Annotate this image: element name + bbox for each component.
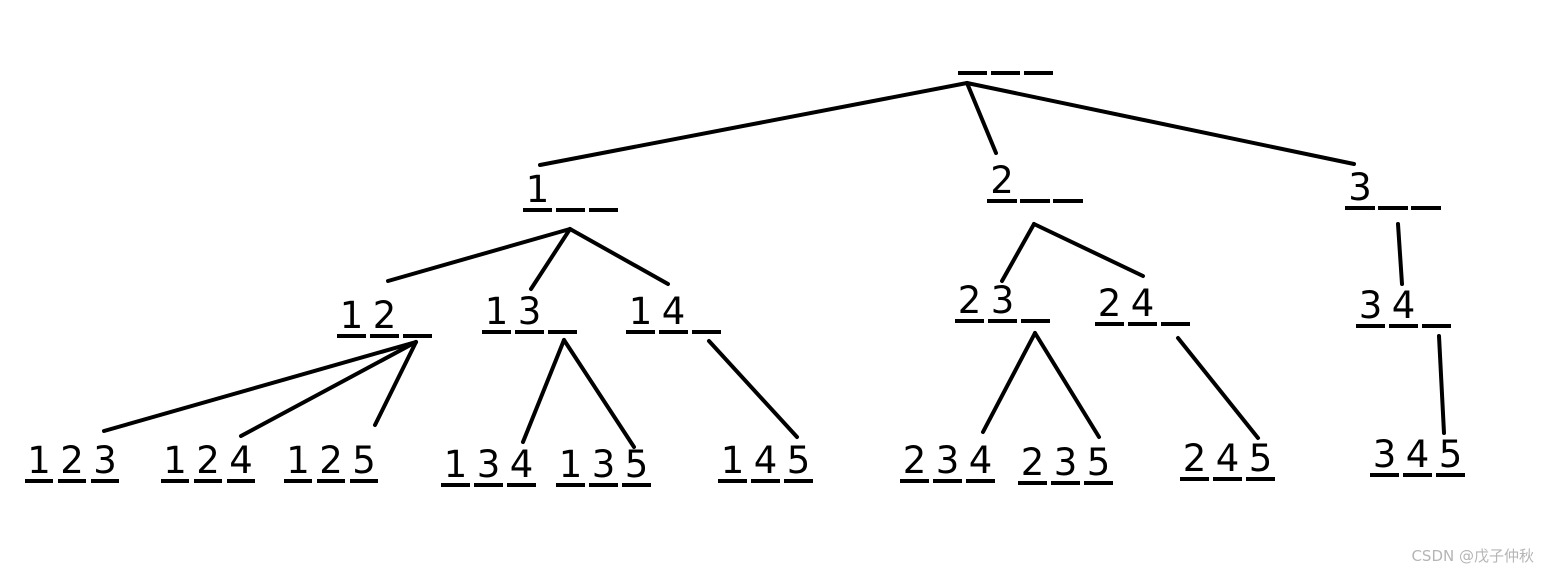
slot-digit: 3 — [518, 290, 542, 333]
slot-digit: 4 — [1131, 282, 1155, 325]
slot-digit: 2 — [60, 439, 84, 482]
tree-edge — [965, 81, 1356, 166]
slot-digit: 1 — [721, 439, 745, 482]
tree-edge — [707, 339, 799, 439]
tree-edge — [239, 340, 418, 438]
tree-edge — [568, 227, 670, 286]
slot-digit: 1 — [444, 443, 468, 486]
slot-digit: 3 — [592, 443, 616, 486]
slot-digit: 1 — [340, 294, 364, 337]
tree-edge — [521, 338, 566, 444]
slot-digit: 2 — [196, 439, 220, 482]
slot-digit: 5 — [625, 443, 649, 486]
slot-digit: 3 — [936, 439, 960, 482]
slot-digit: 1 — [629, 290, 653, 333]
slot-digit: 5 — [1087, 441, 1111, 484]
slot-digit: 4 — [1216, 437, 1240, 480]
slot-digit: 4 — [754, 439, 778, 482]
slot-digit: 5 — [1249, 437, 1273, 480]
tree-edge — [1396, 222, 1404, 286]
slot-digit: 1 — [286, 439, 310, 482]
tree-node: 2 — [987, 159, 1083, 203]
slot-digit: 2 — [903, 439, 927, 482]
tree-edge — [965, 81, 998, 155]
slot-digit: 2 — [373, 294, 397, 337]
slot-digit: 2 — [990, 159, 1014, 202]
slot-digit: 1 — [163, 439, 187, 482]
slot-digit: 3 — [1054, 441, 1078, 484]
slot-digit: 1 — [526, 168, 550, 211]
slot-digit: 3 — [991, 279, 1015, 322]
tree-edge — [529, 227, 572, 291]
tree-node: 1 — [523, 168, 618, 212]
slot-digit: 4 — [1392, 284, 1416, 327]
slot-digit: 2 — [319, 439, 343, 482]
tree-edge — [981, 331, 1037, 434]
slot-digit: 5 — [1439, 433, 1463, 476]
tree-edge — [102, 340, 418, 433]
slot-digit: 3 — [1359, 284, 1383, 327]
slot-digit: 4 — [662, 290, 686, 333]
slot-digit: 4 — [969, 439, 993, 482]
slot-digit: 4 — [229, 439, 253, 482]
tree-edge — [1176, 336, 1260, 440]
slot-digit: 3 — [1373, 433, 1397, 476]
slot-digit: 2 — [1098, 282, 1122, 325]
slot-digit: 2 — [958, 279, 982, 322]
slot-digit: 3 — [477, 443, 501, 486]
tree-edge — [1437, 334, 1446, 435]
slot-digit: 1 — [27, 439, 51, 482]
slot-digit: 4 — [1406, 433, 1430, 476]
tree-edge — [386, 227, 572, 283]
slot-digit: 4 — [510, 443, 534, 486]
watermark: CSDN @戊子仲秋 — [1411, 547, 1534, 565]
tree-edge — [1032, 222, 1145, 278]
tree-edge — [538, 81, 969, 167]
tree-edges — [102, 81, 1446, 449]
slot-digit: 3 — [1348, 166, 1372, 209]
slot-digit: 2 — [1183, 437, 1207, 480]
tree-node: 3 — [1345, 166, 1441, 210]
slot-digit: 5 — [352, 439, 376, 482]
slot-digit: 1 — [485, 290, 509, 333]
tree-edge — [562, 338, 636, 449]
tree-edge — [373, 340, 418, 427]
slot-digit: 5 — [787, 439, 811, 482]
slot-digit: 2 — [1021, 441, 1045, 484]
tree-edge — [1033, 331, 1101, 439]
slot-digit: 1 — [559, 443, 583, 486]
tree-edge — [1000, 222, 1036, 283]
slot-digit: 3 — [93, 439, 117, 482]
